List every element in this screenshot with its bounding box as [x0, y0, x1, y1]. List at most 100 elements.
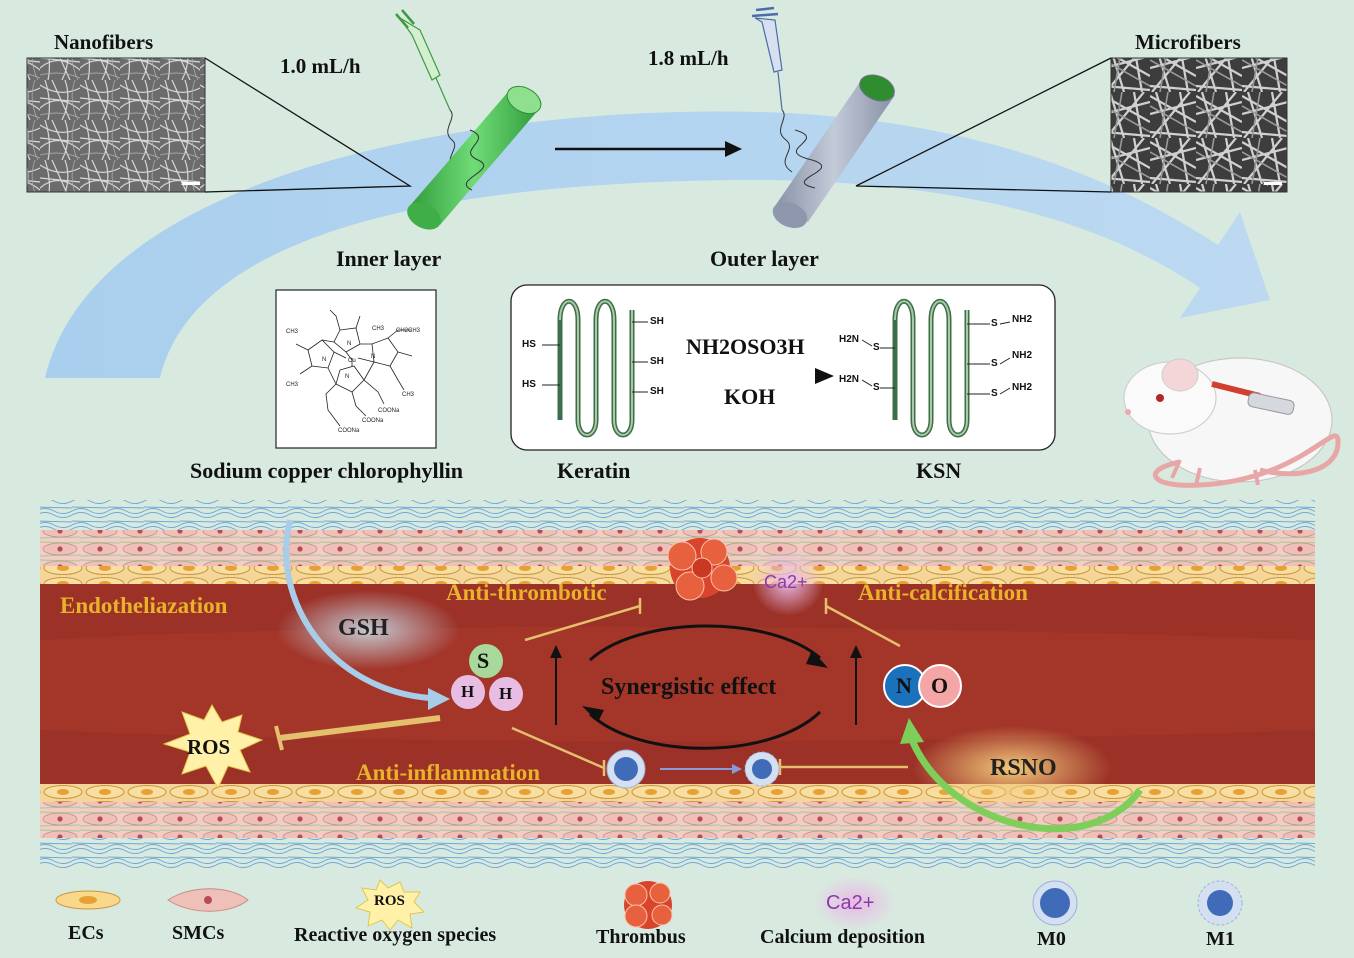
legend-ros-label: Reactive oxygen species [294, 924, 497, 946]
anti-inflammation-label: Anti-inflammation [356, 760, 540, 785]
no-n-label: N [896, 673, 912, 698]
legend-smcs-label: SMCs [172, 922, 225, 944]
no-o-label: O [931, 673, 949, 698]
keratin-hs-2: HS [522, 379, 536, 390]
legend-m1-label: M1 [1206, 928, 1235, 950]
inner-flow-rate: 1.0 mL/h [280, 54, 361, 78]
synergy-arrow-bottom [588, 710, 822, 750]
ros-label: ROS [187, 735, 231, 759]
macrophage-m0-icon [606, 749, 646, 789]
macrophage-m1-icon [744, 751, 780, 787]
keratin-reaction-box [510, 284, 1056, 451]
vessel-ec-bottom [40, 784, 1315, 802]
ros-star-icon [162, 703, 264, 790]
keratin-sh-1: SH [650, 316, 664, 327]
anti-thrombotic-label: Anti-thrombotic [446, 580, 607, 605]
vessel-outer-mesh-bottom [40, 838, 1315, 868]
outer-layer-tube [772, 74, 895, 229]
legend-ecs-label: ECs [68, 922, 104, 944]
sh-sulfur-atom [469, 644, 503, 678]
rsno-glow [912, 726, 1112, 810]
gsh-glow [276, 590, 460, 670]
sh-h1-atom [451, 675, 485, 709]
molecule-methyl-4: CH3 [402, 392, 415, 398]
molecule-coona-3: COONa [338, 428, 360, 434]
reagent-sulfamic-acid: NH2OSO3H [686, 334, 805, 359]
molecule-coona-2: COONa [362, 418, 384, 424]
ksn-s-3: S [991, 388, 998, 399]
ksn-h2n-2: H2N [839, 374, 860, 385]
microfiber-sem-image [1110, 57, 1288, 193]
molecule-n-bottom: N [345, 374, 349, 380]
sh-s-label: S [477, 648, 490, 673]
ksn-s-1: S [991, 318, 998, 329]
molecule-methyl-1: CH3 [372, 326, 385, 332]
ksn-nh2-3: NH2 [1012, 382, 1033, 393]
chlorophyllin-label: Sodium copper chlorophyllin [190, 458, 464, 483]
ksn-s-2: S [991, 358, 998, 369]
anti-calcification-label: Anti-calcification [858, 580, 1028, 605]
thrombus-icon [667, 538, 738, 601]
ksn-s-4: S [873, 342, 880, 353]
microfibers-label: Microfibers [1135, 30, 1241, 54]
legend-ca-icon-label: Ca2+ [826, 892, 875, 914]
keratin-sh-3: SH [650, 386, 664, 397]
legend-ros-icon-label: ROS [374, 893, 405, 909]
nano-scale-bar-label: 5 μm [181, 181, 193, 187]
molecule-methyl-2: CH3 [286, 329, 299, 335]
ksn-s-5: S [873, 382, 880, 393]
vessel-outer-mesh-top [40, 500, 1315, 530]
keratin-hs-1: HS [522, 339, 536, 350]
nanofibers-label: Nanofibers [54, 30, 154, 54]
molecule-n-top: N [347, 341, 351, 347]
legend-m1-icon [1197, 880, 1243, 926]
calcium-ion-label: Ca2+ [764, 572, 808, 592]
synergistic-effect-label: Synergistic effect [601, 674, 777, 700]
molecule-cu: Cu [348, 358, 356, 364]
syringe-outer-icon [751, 6, 793, 173]
molecule-n-left: N [322, 357, 326, 363]
rat-illustration [1123, 357, 1341, 488]
micro-scale-bar-label: 5 μm [1263, 181, 1275, 187]
nanofiber-sem-image [26, 57, 206, 193]
legend-ros-icon [354, 879, 426, 931]
molecule-ethyl: CH2CH3 [396, 328, 421, 334]
outer-layer-label: Outer layer [710, 246, 819, 271]
inner-layer-label: Inner layer [336, 246, 442, 271]
ksn-nh2-2: NH2 [1012, 350, 1033, 361]
endothelization-label: Endotheliazation [60, 593, 228, 618]
legend-thrombus-label: Thrombus [596, 926, 686, 948]
legend-ec-icon [55, 890, 121, 910]
porphyrin-structure [295, 309, 413, 427]
molecule-methyl-3: CH3 [286, 382, 299, 388]
reagent-koh: KOH [724, 384, 776, 409]
ksn-h2n-1: H2N [839, 334, 860, 345]
rsno-label: RSNO [990, 755, 1057, 781]
sh-h2-atom [489, 677, 523, 711]
legend-thrombus-icon [624, 881, 673, 929]
gsh-label: GSH [338, 615, 389, 641]
legend-smc-icon [167, 888, 249, 912]
calcium-glow [752, 548, 824, 616]
outer-flow-rate: 1.8 mL/h [648, 46, 729, 70]
molecule-coona-1: COONa [378, 408, 400, 414]
legend-ca-glow [813, 875, 897, 931]
rsno-arrow [908, 738, 1143, 833]
legend-m0-icon [1032, 880, 1078, 926]
legend-calcium-label: Calcium deposition [760, 926, 926, 948]
flow-arrow [45, 111, 1270, 378]
no-o-atom [918, 664, 962, 708]
ksn-label: KSN [916, 458, 962, 483]
keratin-label: Keratin [557, 458, 631, 483]
synergy-arrow-top [588, 624, 821, 662]
ksn-nh2-1: NH2 [1012, 314, 1033, 325]
keratin-sh-2: SH [650, 356, 664, 367]
inner-layer-tube [407, 85, 542, 230]
legend-m0-label: M0 [1037, 928, 1066, 950]
molecule-n-right: N [371, 354, 375, 360]
sh-h1-label: H [461, 682, 475, 701]
gsh-arrow [283, 519, 431, 701]
sh-h2-label: H [499, 684, 513, 703]
